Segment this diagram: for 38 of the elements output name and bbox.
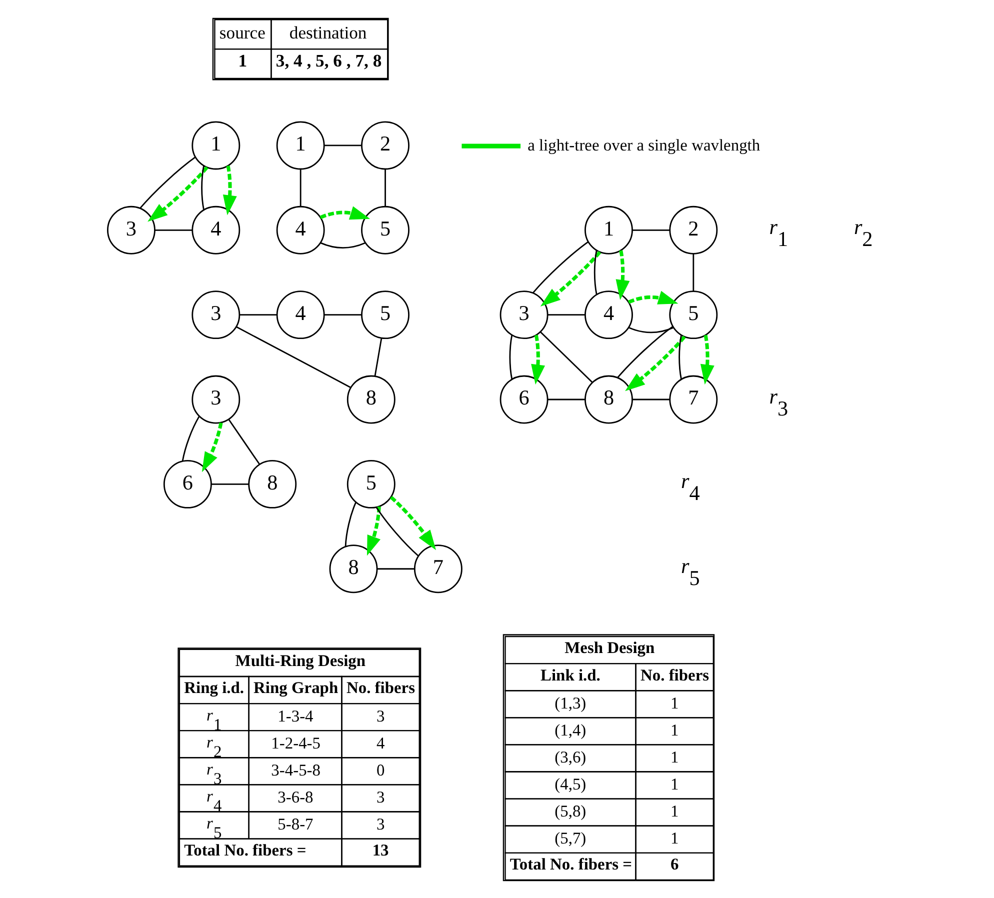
label: (1,4) (554, 720, 586, 740)
label: No. fibers (640, 664, 710, 684)
label: 1 (670, 720, 679, 740)
label: Multi-Ring Design (235, 650, 366, 670)
label: (5,7) (554, 828, 586, 848)
label: source (219, 22, 266, 42)
label: (5,8) (554, 801, 586, 820)
legend-label: a light-tree over a single wavlength (528, 134, 760, 154)
label: Ring i.d. (184, 678, 244, 697)
label: Mesh Design (564, 638, 655, 657)
label: No. fibers (346, 678, 416, 697)
label: 1 (670, 692, 679, 712)
label: destination (289, 22, 367, 42)
label: Ring Graph (254, 678, 338, 697)
label: 5-8-7 (278, 814, 314, 834)
label: 3 (376, 814, 385, 834)
label: Total No. fibers = (184, 840, 306, 859)
label: 1 (670, 747, 679, 766)
label: (4,5) (554, 774, 586, 794)
label: 1-2-4-5 (271, 732, 321, 752)
label: 1-3-4 (278, 706, 314, 725)
label: 1 (670, 774, 679, 794)
label: 3 (376, 787, 385, 806)
label: Link i.d. (540, 664, 600, 684)
label: 3-4-5-8 (271, 760, 321, 780)
label: 4 (376, 732, 385, 752)
label: 1 (670, 801, 679, 820)
label: 1 (238, 50, 248, 70)
label: 3-6-8 (278, 787, 314, 806)
label: 1 (670, 828, 679, 848)
label: 3, 4 , 5, 6 , 7, 8 (276, 50, 382, 70)
label: 13 (372, 840, 389, 859)
label: 3 (376, 706, 385, 725)
label: (1,3) (554, 692, 586, 712)
label: (3,6) (554, 747, 586, 766)
label: Total No. fibers = (510, 854, 632, 874)
label: 6 (670, 854, 679, 874)
label: 0 (376, 760, 385, 780)
